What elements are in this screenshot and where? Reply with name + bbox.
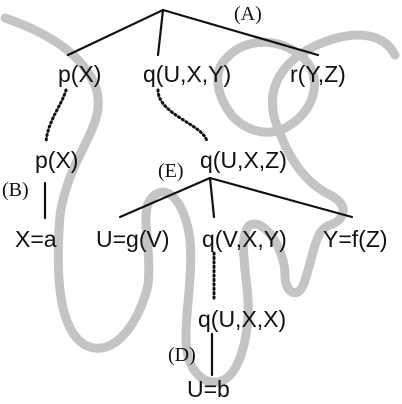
label-e: (E) xyxy=(158,160,184,182)
edge-root-r1 xyxy=(161,8,320,57)
node-p1: p(X) xyxy=(58,61,101,87)
search-trace-path xyxy=(0,13,400,387)
node-y-eq-fz: Y=f(Z) xyxy=(323,226,388,252)
link-q1-q2 xyxy=(156,88,209,144)
edge-q2-q3 xyxy=(208,176,216,219)
node-q1: q(U,X,Y) xyxy=(143,61,231,87)
node-u-eq-b: U=b xyxy=(187,376,230,402)
node-u-eq-gv: U=g(V) xyxy=(96,226,170,252)
node-p2: p(X) xyxy=(35,147,78,173)
label-b: (B) xyxy=(2,179,29,201)
edge-root-p1 xyxy=(66,8,165,57)
edge-q2-ueqgv xyxy=(118,176,212,219)
label-a: (A) xyxy=(234,3,262,25)
label-d: (D) xyxy=(168,344,196,366)
link-p1-p2 xyxy=(44,88,68,144)
node-r1: r(Y,Z) xyxy=(290,61,346,87)
edge-root-q1 xyxy=(156,8,165,57)
node-q3: q(V,X,Y) xyxy=(202,226,287,252)
node-x-eq-a: X=a xyxy=(15,226,57,252)
node-q2: q(U,X,Z) xyxy=(200,147,287,173)
edge-q2-yeqfz xyxy=(208,176,354,219)
node-q4: q(U,X,X) xyxy=(198,306,286,332)
search-trace-inner-loop xyxy=(213,37,319,137)
